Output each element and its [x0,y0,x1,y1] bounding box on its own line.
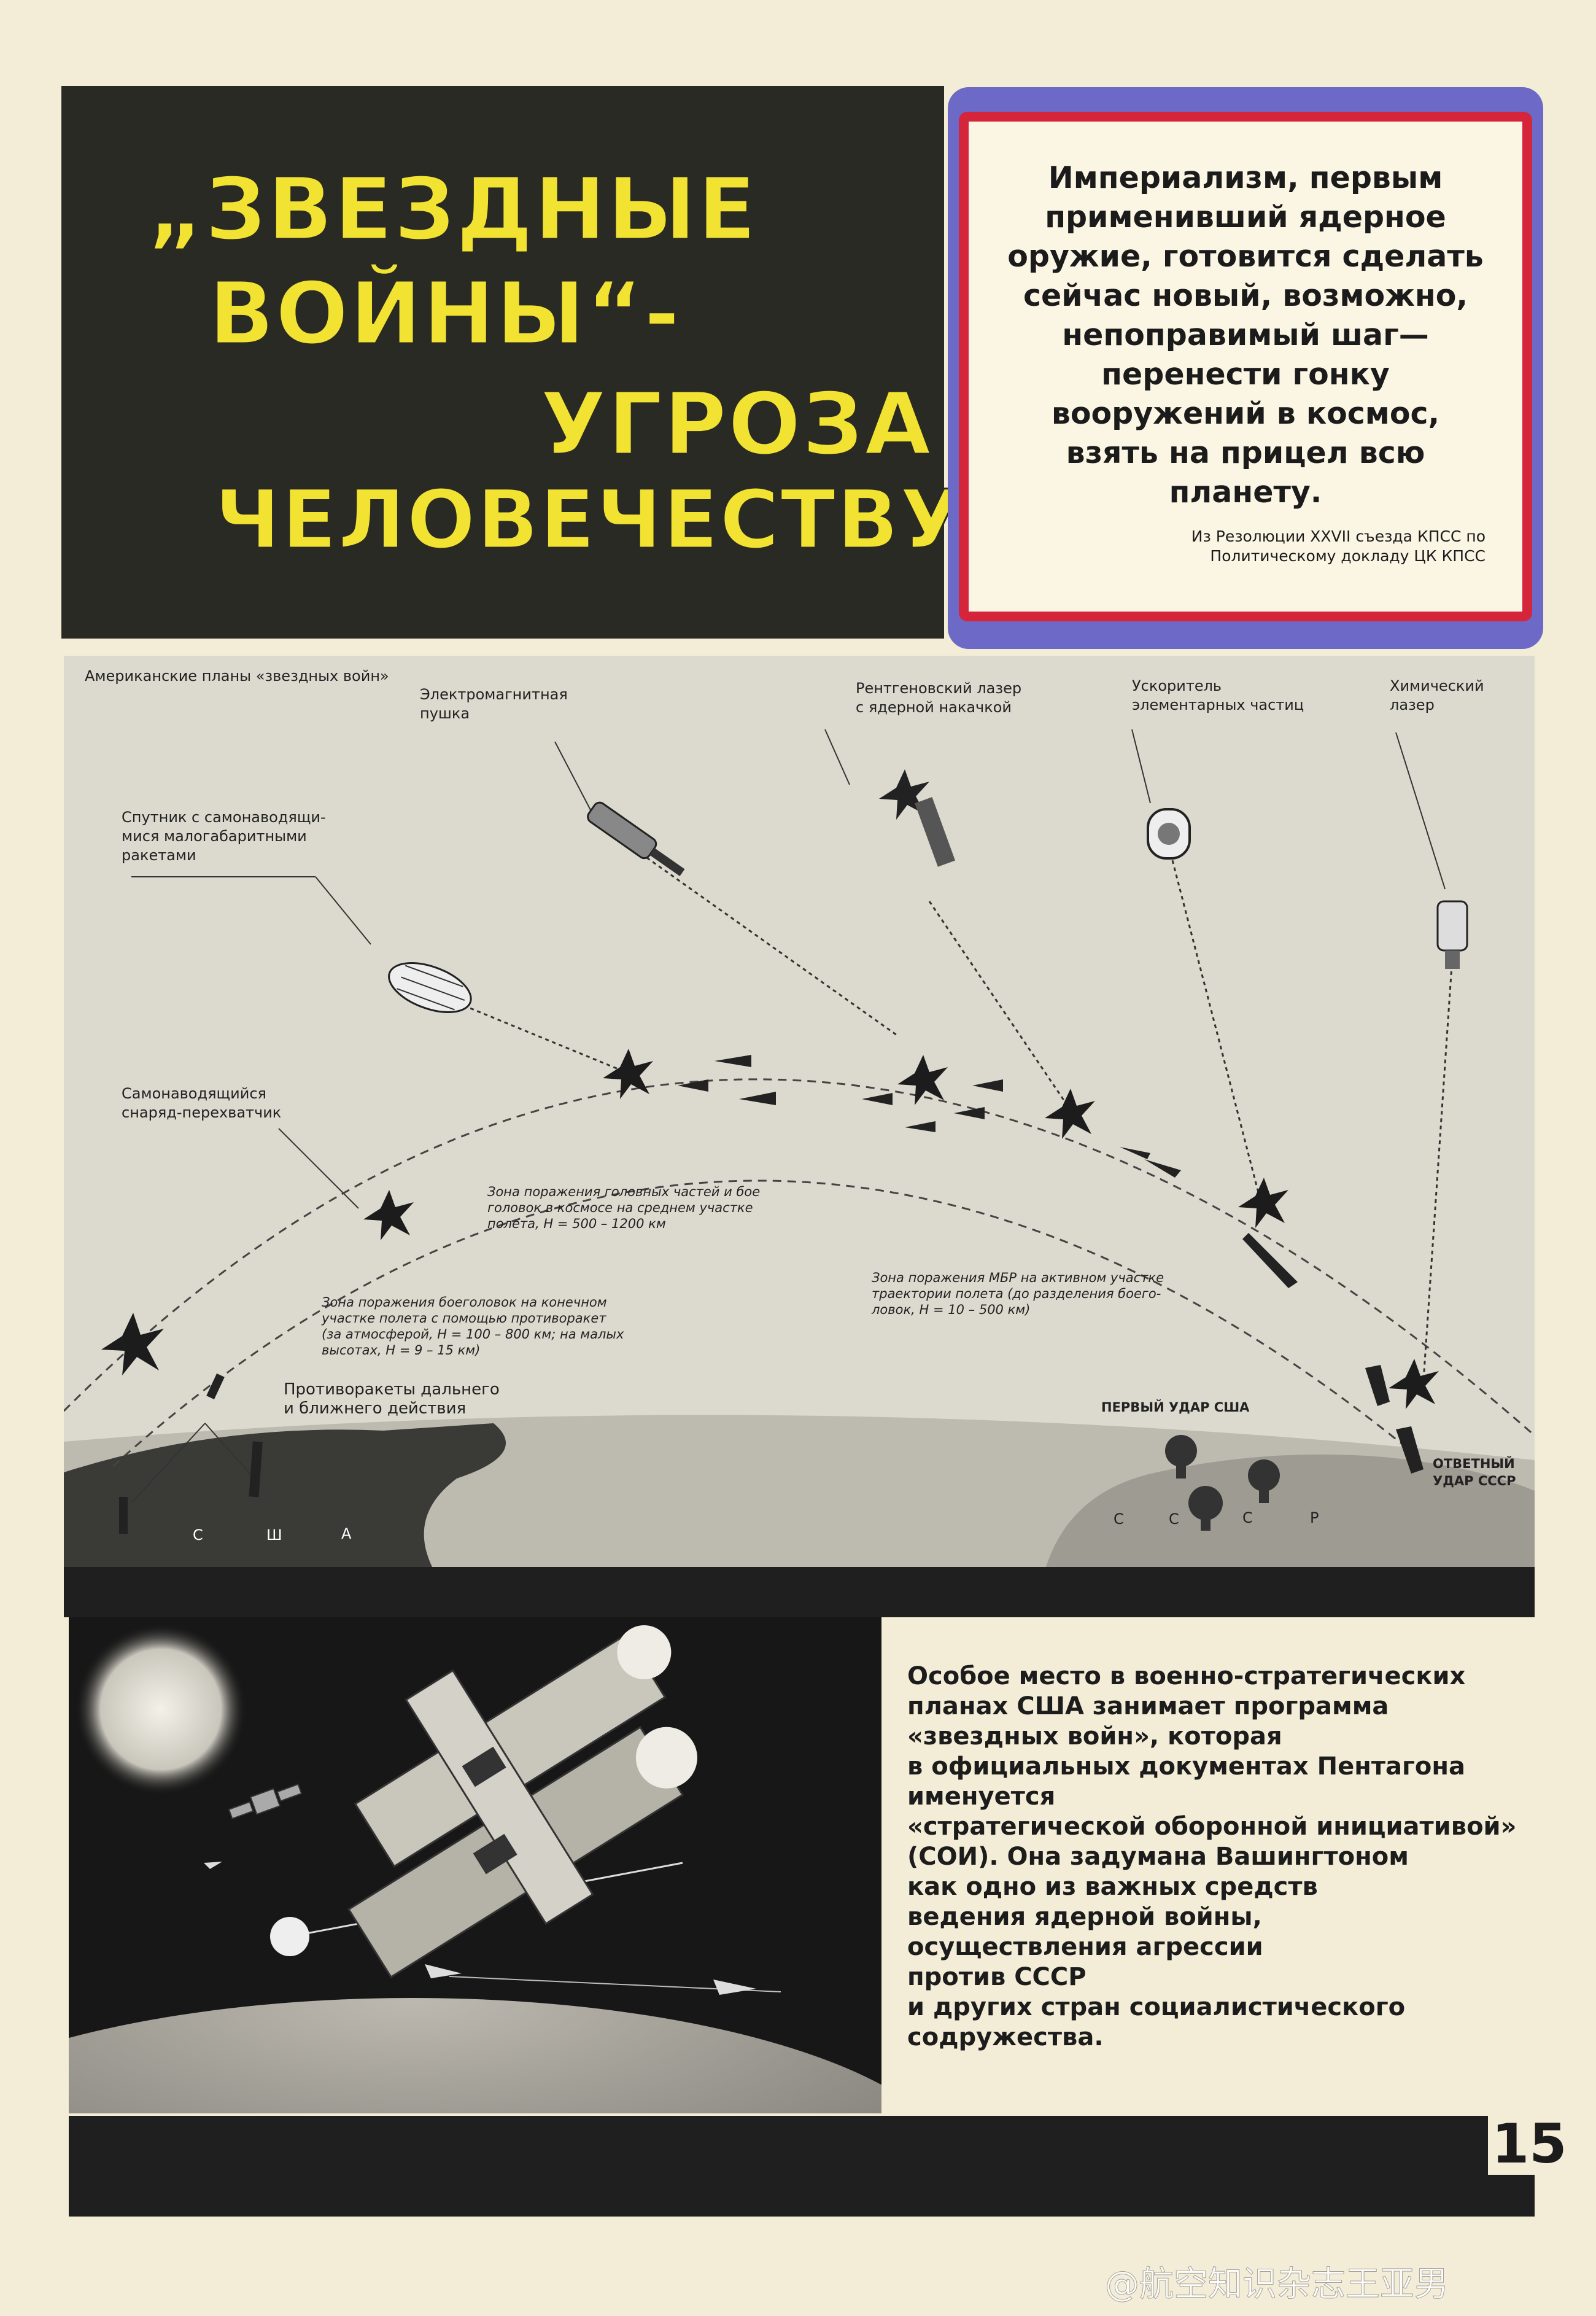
paragraph-line: против СССР [907,1963,1087,1991]
explosions [101,1049,1439,1409]
quote-red-border: Империализм, первым применивший ядерное … [959,112,1532,621]
title-line-1: „ЗВЕЗДНЫЕ [147,159,757,261]
bottom-band [69,2116,1535,2217]
title-line-4: ЧЕЛОВЕЧЕСТВУ [214,472,964,569]
quote-line: перенести гонку [1101,357,1390,392]
quote-text: Империализм, первым применивший ядерное … [993,158,1498,512]
ussr-letter: С [1114,1510,1124,1528]
paragraph-line: содружества. [907,2023,1104,2051]
satellite-with-missiles [388,962,472,1013]
paragraph-line: «звездных войн», которая [907,1722,1282,1751]
paragraph-line: в официальных документах Пентагона [907,1752,1466,1781]
zone-boost-label: Зона поражения МБР на активном участке т… [872,1270,1164,1317]
paragraph-line: (СОИ). Она задумана Вашингтоном [907,1843,1409,1871]
diagram-caption: Американские планы «звездных войн» [85,667,389,685]
ussr-letter: С [1169,1510,1179,1528]
pointer [315,876,371,945]
paragraph-line: «стратегической оборонной инициативой» [907,1813,1517,1841]
missile [425,1964,462,1978]
quote-line: сейчас новый, возможно, [1023,278,1468,313]
laser-impact [270,1917,309,1956]
page-number: 15 [1488,2113,1571,2175]
chemical-laser [1436,900,1468,969]
ussr-letter: С [1242,1509,1253,1526]
label-emp-gun: Электромагнитная пушка [420,686,568,722]
title-line-3: УГРОЗА [540,374,932,476]
divider-band [64,1567,1535,1617]
watermark: @航空知识杂志王亚男 [1105,2264,1449,2305]
quote-frame: Империализм, первым применивший ядерное … [948,87,1543,649]
quote-line: оружие, готовится сделать [1007,239,1484,274]
battle-station [347,1625,697,1978]
quote-line: Империализм, первым [1048,160,1443,195]
particle-accelerator [1147,808,1191,860]
paragraph-line: как одно из важных средств [907,1873,1318,1901]
label-chemical-laser: Химический лазер [1390,677,1484,713]
usa-letter: А [341,1525,352,1542]
usa-letter: С [193,1526,203,1544]
pointer [1131,729,1151,804]
planet-earth [69,1998,881,2113]
particle-beam [1168,845,1262,1203]
label-particle-accelerator: Ускоритель элементарных частиц [1132,677,1304,713]
warheads [678,1055,1424,1474]
star-wars-diagram: Американские планы «звездных войн» Элект… [64,656,1535,1567]
label-satellite: Спутник с самонаводящи- мися малогабарит… [122,809,326,864]
quote-line: применивший ядерное [1045,200,1446,235]
outer-arc [64,1078,1535,1437]
missile [204,1862,222,1869]
quote-source: Из Резолюции XXVII съезда КПСС по Полити… [1142,527,1486,566]
pointer [554,741,592,813]
paragraph-line: осуществления агрессии [907,1933,1263,1961]
space-station-illustration [69,1617,881,2113]
quote-line: планету. [1169,475,1322,510]
space-scene [69,1623,881,2113]
label-xray-laser: Рентгеновский лазер с ядерной накачкой [856,680,1022,716]
ussr-landmass [1046,1454,1535,1567]
emp-beam [634,848,899,1038]
xray-beam [928,901,1072,1111]
diagram-illustration [64,729,1535,1567]
emp-gun [587,801,685,876]
paragraph-line: ведения ядерной войны, [907,1903,1262,1931]
pointer [824,729,850,785]
usa-letter: Ш [266,1526,282,1544]
paragraph-line: планах США занимает программа [907,1692,1389,1720]
retaliation-label: ОТВЕТНЫЙ УДАР СССР [1433,1456,1516,1488]
chem-laser-beam [1422,956,1454,1381]
quote-source-line: Политическому докладу ЦК КПСС [1210,547,1486,565]
paragraph-line: именуется [907,1782,1056,1811]
paragraph-line: Особое место в военно-стратегических [907,1662,1466,1690]
label-antimissiles: Противоракеты дальнего и ближнего действ… [284,1380,500,1418]
antimissiles [119,1373,263,1534]
title-panel: „ЗВЕЗДНЫЕ ВОЙНЫ“- УГРОЗА ЧЕЛОВЕЧЕСТВУ [61,86,963,639]
zone-terminal-label: Зона поражения боеголовок на конечном уч… [322,1295,624,1358]
missile [713,1980,756,1995]
quote-line: взять на прицел всю [1066,435,1425,470]
ussr-letter: Р [1310,1509,1319,1526]
xray-laser [879,769,956,867]
satellite-beam [456,1001,629,1074]
paragraph-line: и других стран социалистического [907,1993,1406,2021]
quote-line: вооружений в космос, [1051,396,1440,431]
explosion-flash [75,1623,247,1795]
first-strike-label: ПЕРВЫЙ УДАР США [1101,1400,1250,1415]
quote-box: Империализм, первым применивший ядерное … [969,122,1522,612]
usa-landmass [64,1423,506,1567]
inner-arc [112,1179,1415,1467]
pointer [131,1423,206,1504]
label-interceptor: Самонаводящийся снаряд-перехватчик [122,1085,282,1121]
quote-source-line: Из Резолюции XXVII съезда КПСС по [1191,527,1486,545]
title-line-2: ВОЙНЫ“- [207,263,681,365]
pointer [278,1128,359,1209]
satellite-small [228,1783,303,1820]
zone-midcourse-label: Зона поражения головных частей и бое гол… [487,1184,761,1231]
quote-line: непоправимый шаг— [1062,317,1429,352]
pointer [204,1423,255,1479]
pointer [1395,732,1446,890]
nuclear-clouds [1165,1435,1280,1531]
body-paragraph: Особое место в военно-стратегических пла… [907,1661,1527,2053]
